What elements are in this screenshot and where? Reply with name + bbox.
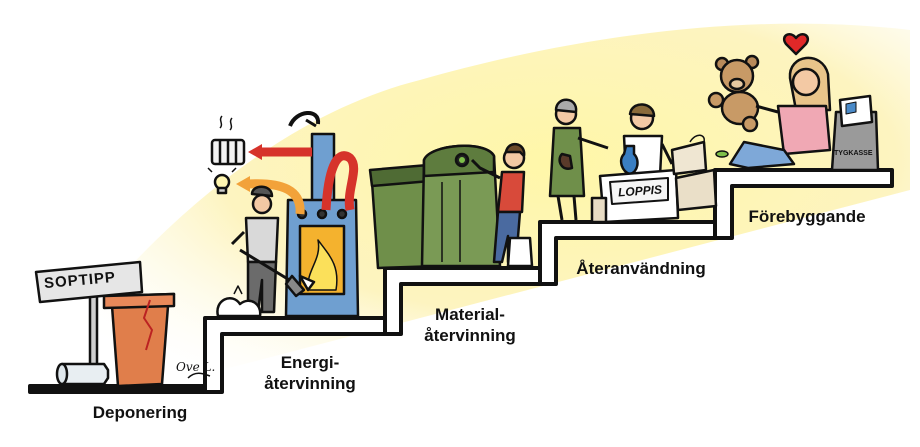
artist-signature: Ove L. [176,360,216,374]
smoke-icon [288,111,321,127]
teddy-bear-icon [707,54,760,133]
label-energiatervinning: Energi- återvinning [250,352,370,394]
old-woman [548,98,609,221]
landfill-scene [34,260,211,388]
step-4 [713,168,894,240]
cardboard-box-3 [670,140,708,176]
label-material-line1: Material- [435,305,505,324]
label-energi-line2: återvinning [264,374,356,393]
woman-recycling [470,143,534,268]
material-recovery-scene [368,143,534,270]
tygkasse-text: TYGKASSE [834,150,873,157]
label-energi-line1: Energi- [280,353,340,372]
label-forebyggande: Förebyggande [748,207,866,226]
bottle-icon [60,362,110,386]
electricity-arrow-icon [247,179,305,215]
light-bulb-icon [207,167,237,195]
label-material-line2: återvinning [424,326,516,345]
shopping-bags-icon [830,94,880,172]
trash-bags-icon [216,297,262,318]
cardboard-box-2 [674,168,718,212]
girl-with-teddy [728,56,832,170]
staircase [28,168,894,394]
radiator-icon [210,115,246,166]
red-heat-pipe [321,151,359,211]
worker-with-shovel [230,185,316,314]
cardboard-box-1 [590,196,608,224]
label-deponering: Deponering [92,403,188,422]
label-materialatervinning: Material- återvinning [410,304,530,346]
label-ateranvandning: Återanvändning [576,259,706,278]
leaf-icon [715,150,729,158]
soptipp-sign-board [34,260,144,304]
prevention-scene [707,33,880,172]
reuse-scene [548,98,718,224]
energy-recovery-scene [207,111,360,318]
heart-icon [782,33,810,56]
